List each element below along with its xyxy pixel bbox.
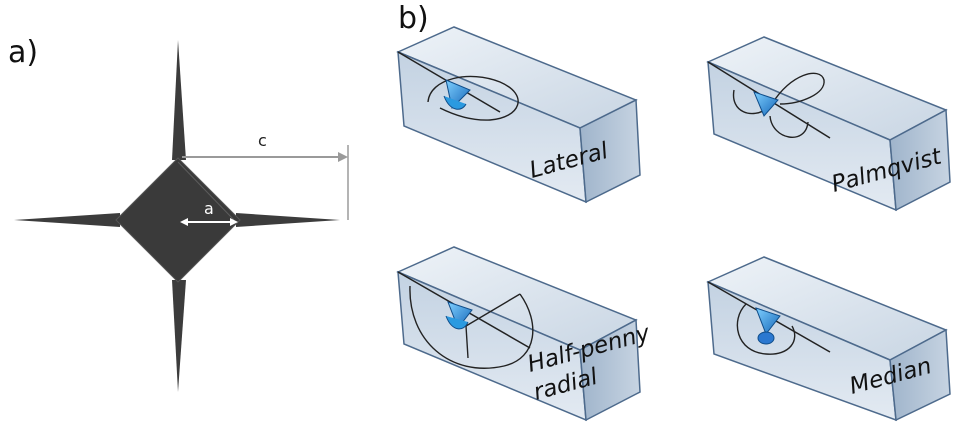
crack-top [172,40,186,160]
indent-diamond [115,157,241,283]
block-lateral: Lateral [396,26,641,204]
panel-a-label: a) [8,35,39,70]
crack-right [236,213,340,227]
block-median: Median [706,256,951,422]
block-half-penny-radial: Half-penny radial [396,246,653,422]
crack-bottom [172,280,186,392]
vickers-indent: c a [14,40,349,392]
crack-left [14,213,120,227]
dimension-a-label: a [204,199,214,218]
panel-b-label: b) [398,1,429,36]
block-palmqvist: Palmqvist [706,36,951,212]
dimension-c-label: c [258,131,267,150]
